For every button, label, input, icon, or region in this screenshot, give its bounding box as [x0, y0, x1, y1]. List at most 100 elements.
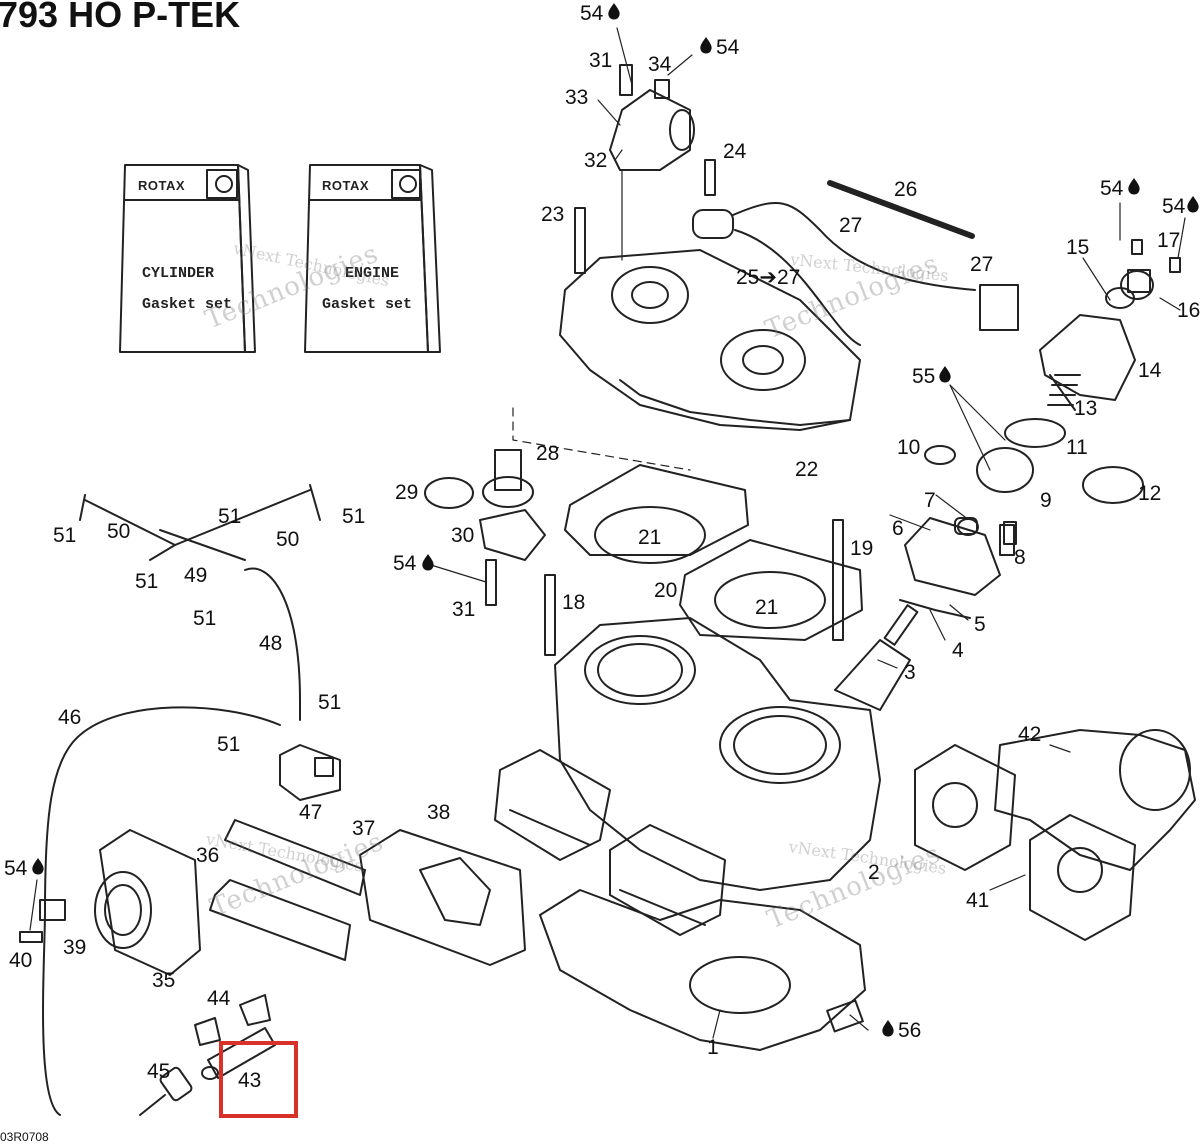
callout-26: 26 [894, 178, 918, 201]
callout-48: 48 [259, 632, 283, 655]
kit-52-line2: Gasket set [322, 296, 413, 313]
callout-45: 45 [147, 1060, 171, 1083]
o-ring-10 [924, 445, 956, 465]
kit-53-line1: CYLINDER [142, 265, 215, 282]
cover-bolt [485, 559, 497, 606]
hose-46 [42, 706, 281, 1116]
cylinder-head-part [559, 249, 861, 431]
bolt-40 [19, 931, 43, 943]
callout-51c: 51 [342, 505, 366, 528]
callout-25: 25➔27 [736, 266, 801, 289]
callout-13: 13 [1074, 397, 1098, 420]
callout-41: 41 [966, 889, 990, 912]
callout-3: 3 [904, 661, 916, 684]
callout-51g: 51 [217, 733, 241, 756]
stud-18 [544, 574, 556, 656]
kit-53-brand: ROTAX [138, 178, 186, 193]
knock-sensor-part [692, 159, 1019, 346]
callout-50b: 50 [276, 528, 300, 551]
callout-6: 6 [892, 517, 904, 540]
callout-30: 30 [451, 524, 475, 547]
screw-8 [1003, 521, 1017, 545]
engine-gasket-kit [304, 164, 441, 353]
callout-1: 1 [707, 1036, 719, 1059]
head-gasket-upper [564, 464, 749, 556]
reed-valve-left [494, 749, 611, 861]
callout-55: 55 [912, 365, 936, 388]
callout-22: 22 [795, 458, 819, 481]
callout-32: 32 [584, 149, 608, 172]
callout-51e: 51 [193, 607, 217, 630]
callout-42: 42 [1018, 723, 1042, 746]
callout-27b: 27 [970, 253, 994, 276]
callout-43: 43 [238, 1069, 262, 1092]
bore-upper [594, 506, 706, 564]
callout-19: 19 [850, 537, 874, 560]
piston-9 [976, 447, 1034, 493]
exhaust-manifold-42 [994, 729, 1196, 871]
callout-44: 44 [207, 987, 231, 1010]
callout-51d: 51 [135, 570, 159, 593]
callout-14: 14 [1138, 359, 1162, 382]
callout-12: 12 [1138, 482, 1162, 505]
callout-54c: 54 [1100, 177, 1124, 200]
callout-38: 38 [427, 801, 451, 824]
callout-24: 24 [723, 140, 747, 163]
callout-29: 29 [395, 481, 419, 504]
intake-gasket-opening [419, 857, 491, 926]
kit-53-line2: Gasket set [142, 296, 233, 313]
clamp-44b [239, 994, 271, 1026]
callout-33: 33 [565, 86, 589, 109]
cap-7 [957, 518, 979, 536]
lubricant-icons [32, 3, 1199, 1037]
callout-34: 34 [648, 53, 672, 76]
thermostat-cover [479, 509, 546, 561]
callout-39: 39 [63, 936, 87, 959]
callout-27a: 27 [839, 214, 863, 237]
callout-17: 17 [1157, 229, 1181, 252]
diaphragm-11 [1004, 418, 1066, 448]
stud-19 [832, 519, 844, 641]
plug-16 [1127, 269, 1151, 293]
callout-21a: 21 [638, 526, 662, 549]
base-gasket [539, 889, 866, 1051]
selected-part-highlight[interactable] [219, 1041, 298, 1118]
leader-lines [29, 27, 1186, 1039]
callout-51a: 51 [53, 524, 77, 547]
callout-16: 16 [1177, 299, 1200, 322]
callout-2: 2 [868, 861, 880, 884]
o-ring-15 [1105, 287, 1135, 309]
clamp-44a [194, 1017, 221, 1046]
ring-43 [201, 1066, 219, 1080]
thermostat-gasket [424, 477, 474, 509]
callout-10: 10 [897, 436, 921, 459]
head-gasket-lower [679, 539, 863, 641]
cylinder-block-part [554, 617, 881, 891]
cylinder-gasket-kit [119, 164, 256, 353]
screw-17a [1131, 239, 1143, 255]
callout-31b: 31 [452, 598, 476, 621]
rod-26 [827, 180, 975, 239]
callout-4: 4 [952, 639, 964, 662]
callout-8: 8 [1014, 546, 1026, 569]
callout-56: 56 [898, 1019, 922, 1042]
reed-block-36 [209, 819, 366, 961]
callout-31a: 31 [589, 49, 613, 72]
bore-lower [714, 571, 826, 629]
intake-gasket-37 [359, 829, 526, 966]
kit-52-line1: ENGINE [345, 265, 400, 282]
callout-47: 47 [299, 801, 323, 824]
water-outlet-part [609, 64, 695, 171]
callout-9: 9 [1040, 489, 1052, 512]
fitting-45 [139, 1066, 193, 1116]
callout-37: 37 [352, 817, 376, 840]
callout-54f: 54 [4, 857, 28, 880]
callout-51f: 51 [318, 691, 342, 714]
kit-52-brand: ROTAX [322, 178, 370, 193]
callout-15: 15 [1066, 236, 1090, 259]
callout-46: 46 [58, 706, 82, 729]
callout-5: 5 [974, 613, 986, 636]
callout-36: 36 [196, 844, 220, 867]
